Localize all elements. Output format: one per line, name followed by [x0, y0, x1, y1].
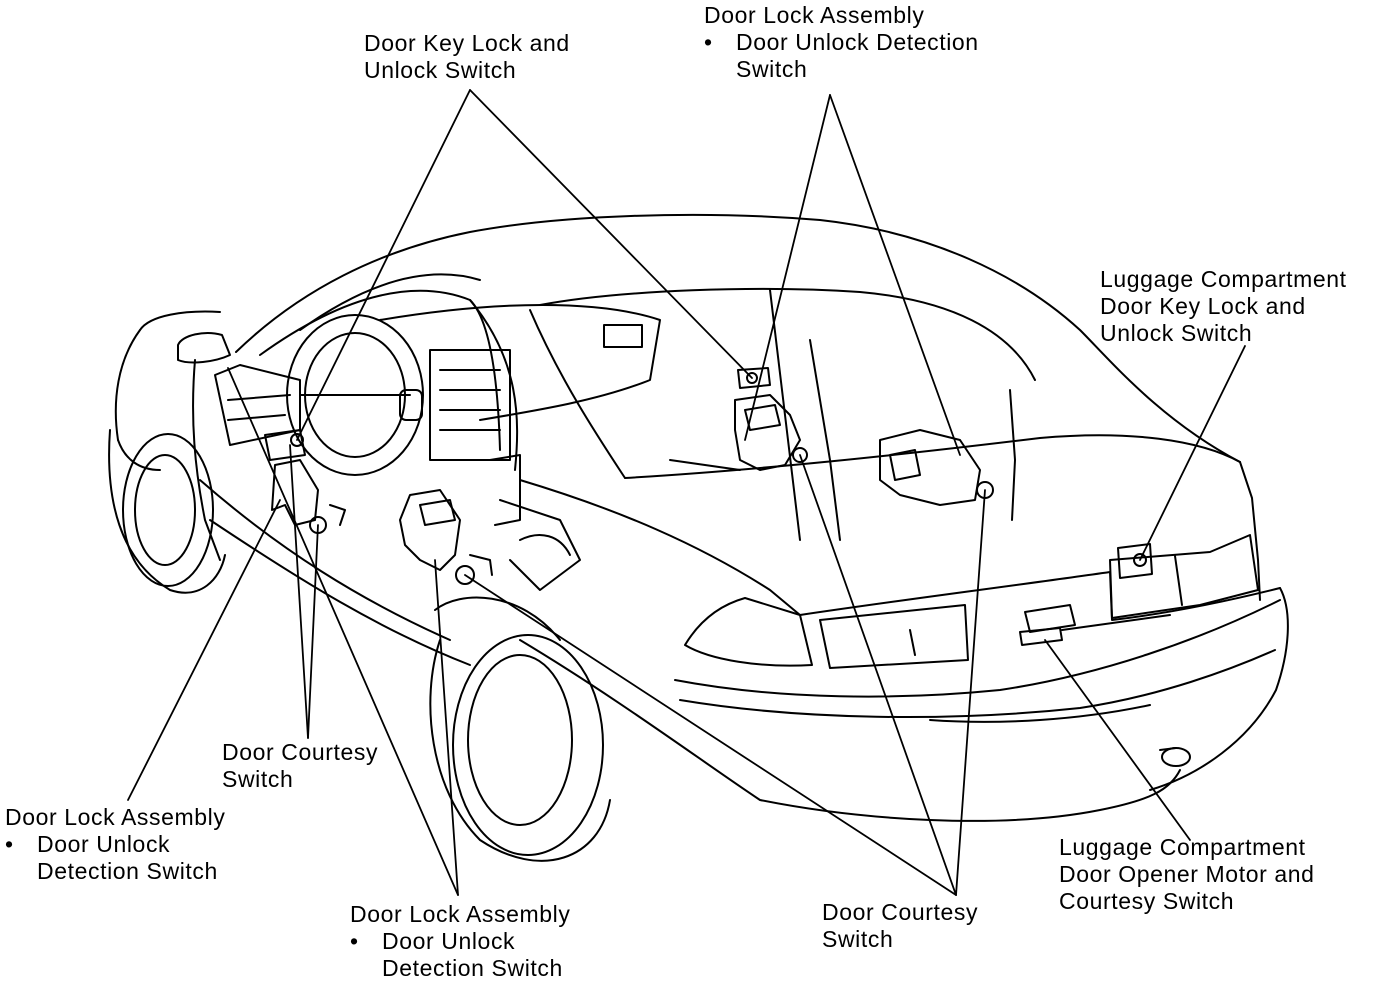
label-line: Switch: [736, 56, 808, 82]
label-door-lock-assembly-bottom: Door Lock Assembly Door Unlock Detection…: [350, 901, 570, 982]
label-line: Unlock Switch: [364, 57, 517, 83]
component-luggage-opener-motor: [1019, 604, 1171, 646]
label-line: Door Courtesy: [822, 899, 979, 925]
label-line: Door Lock Assembly: [350, 901, 571, 927]
label-luggage-key-lock-switch: Luggage Compartment Door Key Lock and Un…: [1100, 266, 1347, 347]
label-line: Door Lock Assembly: [5, 804, 226, 830]
label-line: Luggage Compartment: [1100, 266, 1347, 292]
label-door-lock-assembly-top: Door Lock Assembly Door Unlock Detection…: [704, 2, 979, 83]
label-luggage-opener-motor: Luggage Compartment Door Opener Motor an…: [1059, 834, 1315, 915]
car-body: [108, 213, 1289, 862]
label-line: Door Courtesy: [222, 739, 379, 765]
label-bullet: Door Unlock: [350, 928, 570, 955]
label-line: Detection Switch: [382, 955, 563, 981]
label-line: Door Lock Assembly: [704, 2, 925, 28]
label-door-key-lock-unlock-switch: Door Key Lock and Unlock Switch: [364, 30, 570, 84]
label-line: Courtesy Switch: [1059, 888, 1235, 914]
label-line: Luggage Compartment: [1059, 834, 1306, 860]
label-line: Door Opener Motor and: [1059, 861, 1315, 887]
component-luggage-key-switch: [1117, 543, 1153, 579]
label-line: Detection Switch: [37, 858, 218, 884]
label-door-courtesy-switch-front: Door Courtesy Switch: [222, 739, 378, 793]
component-door-lock-rear-door: [879, 429, 994, 506]
label-line: Door Key Lock and: [1100, 293, 1306, 319]
label-line: Door Key Lock and: [364, 30, 570, 56]
label-line: Switch: [222, 766, 294, 792]
component-door-lock-rear-left: [399, 489, 493, 585]
label-door-lock-assembly-front: Door Lock Assembly Door Unlock Detection…: [5, 804, 225, 885]
component-key-switch-rear: [737, 367, 771, 389]
label-door-courtesy-switch-rear: Door Courtesy Switch: [822, 899, 978, 953]
label-line: Unlock Switch: [1100, 320, 1253, 346]
leader-lines: [127, 89, 1246, 896]
label-line: Switch: [822, 926, 894, 952]
component-key-switch-front: [264, 429, 306, 461]
component-door-lock-rear-right: [734, 394, 808, 471]
label-bullet: Door Unlock Detection: [704, 29, 979, 56]
label-bullet: Door Unlock: [5, 831, 225, 858]
